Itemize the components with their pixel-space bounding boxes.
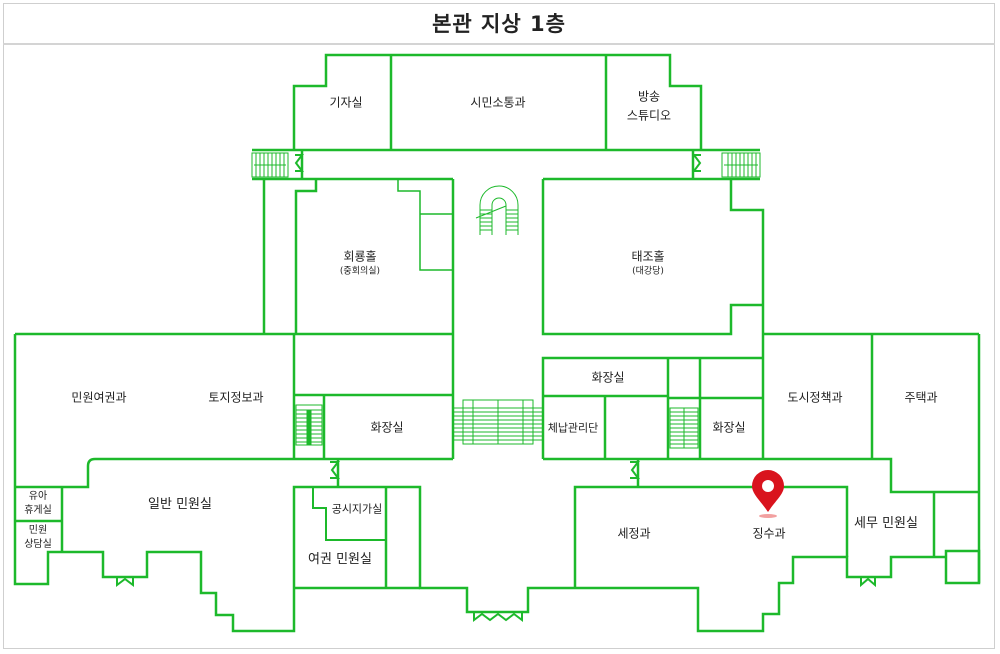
stairs-left-block: [295, 404, 323, 446]
room-urban[interactable]: 도시정책과: [787, 390, 843, 405]
map-frame: [3, 3, 995, 649]
room-tax-admin[interactable]: 세정과: [617, 526, 651, 541]
counsel-line-2: 상담실: [24, 539, 52, 550]
walls: [13, 53, 981, 633]
room-taejo[interactable]: 태조홀(대강당): [631, 247, 664, 276]
room-passport-dept[interactable]: 민원여권과: [71, 390, 127, 405]
stairs: [251, 152, 761, 449]
room-tax-civil[interactable]: 세무 민원실: [854, 515, 918, 531]
stairs-spiral: [475, 185, 519, 235]
door-icon: [692, 154, 702, 172]
studio-line-1: 방송: [637, 89, 661, 104]
stairs-top-left: [251, 152, 289, 178]
counsel-line-1: 민원: [28, 525, 48, 536]
hoeryong-name: 회룡홀: [343, 249, 377, 264]
door-icon: [330, 461, 340, 479]
taejo-name: 태조홀: [631, 249, 665, 264]
door-icon: [630, 461, 640, 479]
room-passport-civil[interactable]: 여권 민원실: [308, 551, 372, 567]
hoeryong-sub: (중회의실): [339, 265, 381, 276]
room-civic[interactable]: 시민소통과: [470, 95, 526, 110]
stairs-right-block: [669, 407, 699, 449]
room-collection[interactable]: 징수과: [752, 526, 786, 541]
room-restroom-left[interactable]: 화장실: [370, 420, 404, 435]
room-tax-arrears[interactable]: 체납관리단: [547, 421, 599, 435]
room-land-price[interactable]: 공시지가실: [331, 502, 383, 516]
room-restroom-top[interactable]: 화장실: [591, 370, 625, 385]
taejo-sub: (대강당): [632, 265, 664, 276]
room-restroom-right[interactable]: 화장실: [712, 420, 746, 435]
room-press[interactable]: 기자실: [329, 95, 363, 110]
door-icon: [473, 612, 523, 622]
door-icon: [116, 577, 134, 587]
room-hoeryong[interactable]: 회룡홀(중회의실): [340, 247, 380, 276]
doors: [116, 154, 876, 622]
room-land[interactable]: 토지정보과: [208, 390, 264, 405]
page-title: 본관 지상 1층: [432, 12, 566, 36]
infant-line-2: 휴게실: [24, 505, 52, 516]
door-icon: [294, 154, 304, 172]
room-general[interactable]: 일반 민원실: [148, 496, 212, 512]
studio-line-2: 스튜디오: [626, 108, 672, 122]
stairs-top-right: [721, 152, 761, 178]
location-pin-icon: [752, 470, 784, 518]
room-housing[interactable]: 주택과: [904, 390, 938, 405]
stairs-center: [453, 399, 543, 445]
door-icon: [860, 577, 876, 588]
infant-line-1: 유아: [28, 491, 48, 502]
title-bar: 본관 지상 1층: [3, 3, 995, 45]
